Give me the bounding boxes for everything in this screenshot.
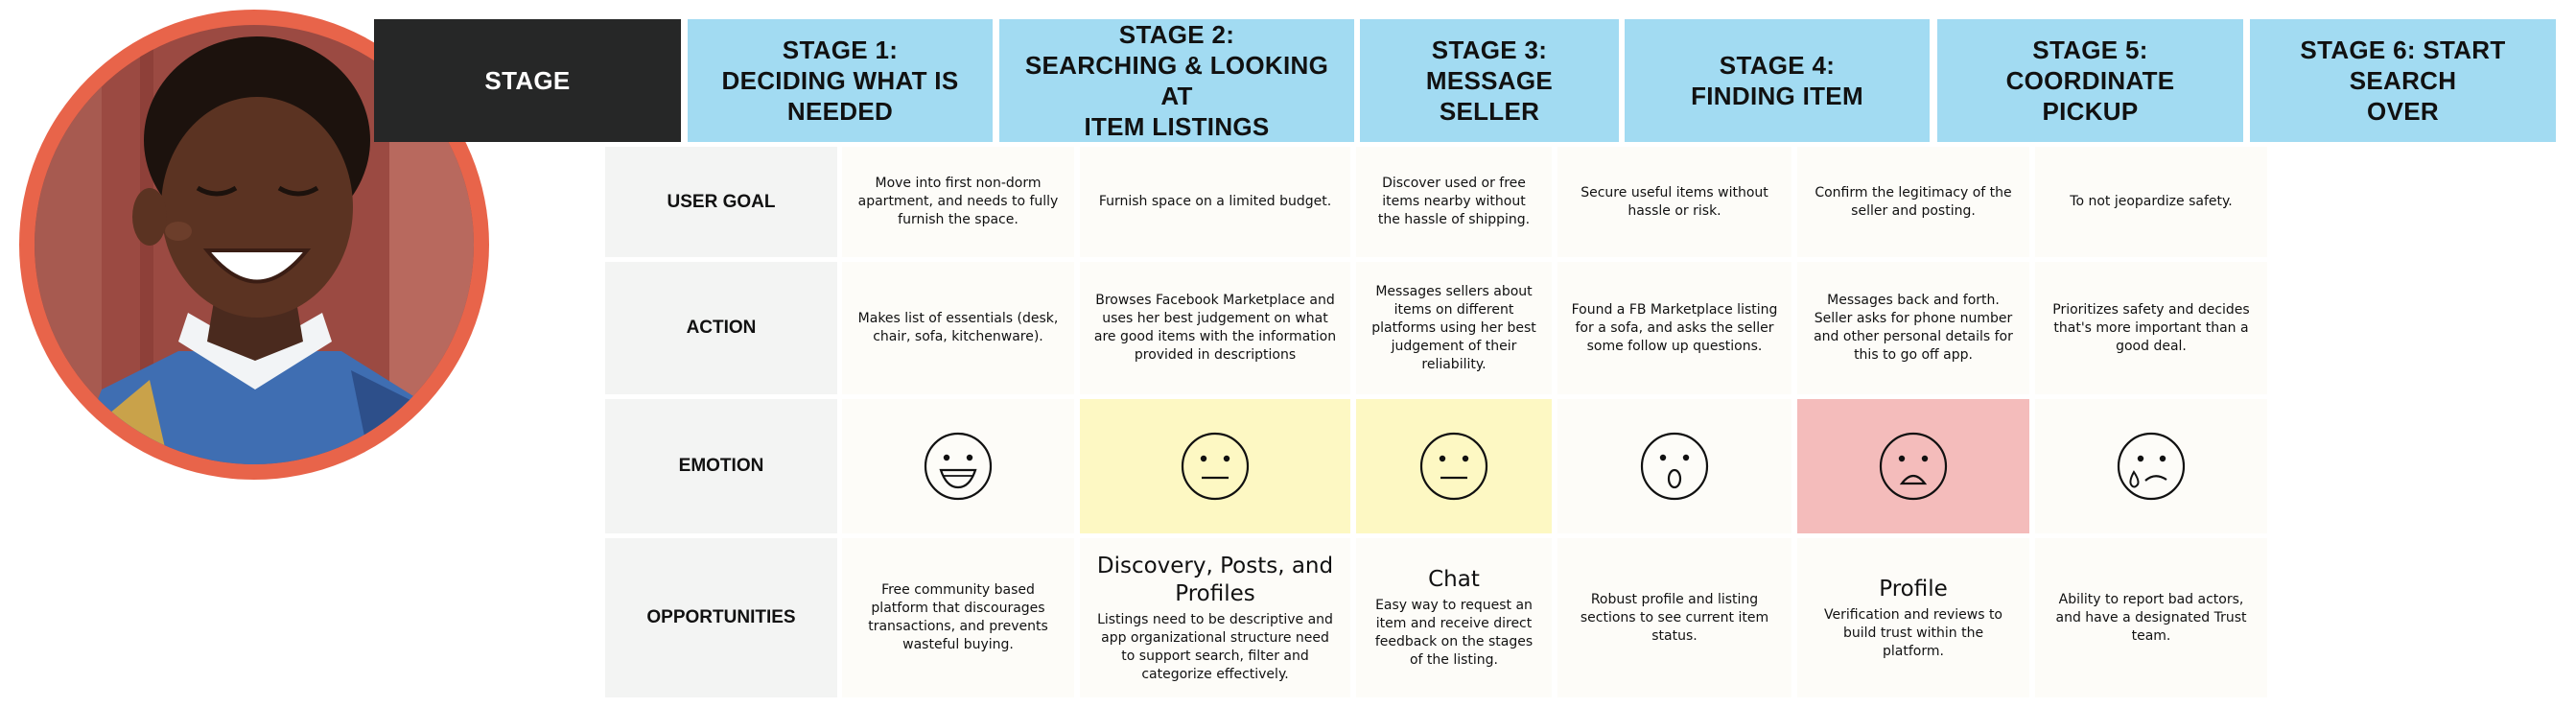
opportunity-text: Free community based platform that disco…	[868, 582, 1048, 652]
stage-6-header: STAGE 6: START SEARCH OVER	[2250, 19, 2556, 142]
emotion-stage-4	[1557, 399, 1791, 533]
opportunity-title: Profile	[1879, 576, 1948, 602]
stage-3-header: STAGE 3: MESSAGE SELLER	[1360, 19, 1619, 142]
opportunity-text: Robust profile and listing sections to s…	[1580, 591, 1769, 644]
user-goal-stage-2: Furnish space on a limited budget.	[1080, 147, 1350, 257]
neutral-face-icon	[1181, 432, 1250, 501]
crying-face-icon	[2117, 432, 2186, 501]
action-stage-2: Browses Facebook Marketplace and uses he…	[1080, 262, 1350, 394]
action-stage-5: Messages back and forth. Seller asks for…	[1797, 262, 2029, 394]
opportunity-stage-2: Discovery, Posts, and Profiles Listings …	[1080, 538, 1350, 697]
happy-face-icon	[924, 432, 993, 501]
opportunity-text: Ability to report bad actors, and have a…	[2055, 591, 2247, 644]
opportunity-text: Listings need to be descriptive and app …	[1097, 611, 1333, 682]
opportunity-stage-5: Profile Verification and reviews to buil…	[1797, 538, 2029, 697]
action-stage-1: Makes list of essentials (desk, chair, s…	[842, 262, 1074, 394]
opportunity-text: Easy way to request an item and receive …	[1374, 598, 1534, 668]
sad-face-icon	[1879, 432, 1948, 501]
emotion-stage-6	[2035, 399, 2267, 533]
row-label-emotion: EMOTION	[605, 399, 837, 533]
stage-corner-header: STAGE	[374, 19, 681, 142]
stage-2-header: STAGE 2: SEARCHING & LOOKING AT ITEM LIS…	[999, 19, 1354, 142]
action-stage-6: Prioritizes safety and decides that's mo…	[2035, 262, 2267, 394]
opportunity-title: Chat	[1428, 567, 1480, 592]
action-stage-4: Found a FB Marketplace listing for a sof…	[1557, 262, 1791, 394]
neutral-face-icon	[1419, 432, 1488, 501]
stage-5-header: STAGE 5: COORDINATE PICKUP	[1937, 19, 2243, 142]
user-goal-stage-4: Secure useful items without hassle or ri…	[1557, 147, 1791, 257]
stage-1-header: STAGE 1: DECIDING WHAT IS NEEDED	[688, 19, 993, 142]
row-label-action: ACTION	[605, 262, 837, 394]
action-stage-3: Messages sellers about items on differen…	[1356, 262, 1552, 394]
opportunity-stage-1: Free community based platform that disco…	[842, 538, 1074, 697]
opportunity-text: Verification and reviews to build trust …	[1824, 606, 2002, 659]
user-goal-stage-1: Move into first non-dorm apartment, and …	[842, 147, 1074, 257]
emotion-stage-2	[1080, 399, 1350, 533]
emotion-stage-5	[1797, 399, 2029, 533]
user-goal-stage-3: Discover used or free items nearby witho…	[1356, 147, 1552, 257]
row-label-opportunities: OPPORTUNITIES	[605, 538, 837, 697]
surprised-face-icon	[1640, 432, 1709, 501]
emotion-stage-1	[842, 399, 1074, 533]
opportunity-stage-4: Robust profile and listing sections to s…	[1557, 538, 1791, 697]
stage-4-header: STAGE 4: FINDING ITEM	[1625, 19, 1930, 142]
user-goal-stage-5: Confirm the legitimacy of the seller and…	[1797, 147, 2029, 257]
row-label-user-goal: USER GOAL	[605, 147, 837, 257]
user-goal-stage-6: To not jeopardize safety.	[2035, 147, 2267, 257]
opportunity-stage-6: Ability to report bad actors, and have a…	[2035, 538, 2267, 697]
opportunity-title: Discovery, Posts, and Profiles	[1096, 553, 1334, 606]
opportunity-stage-3: Chat Easy way to request an item and rec…	[1356, 538, 1552, 697]
emotion-stage-3	[1356, 399, 1552, 533]
